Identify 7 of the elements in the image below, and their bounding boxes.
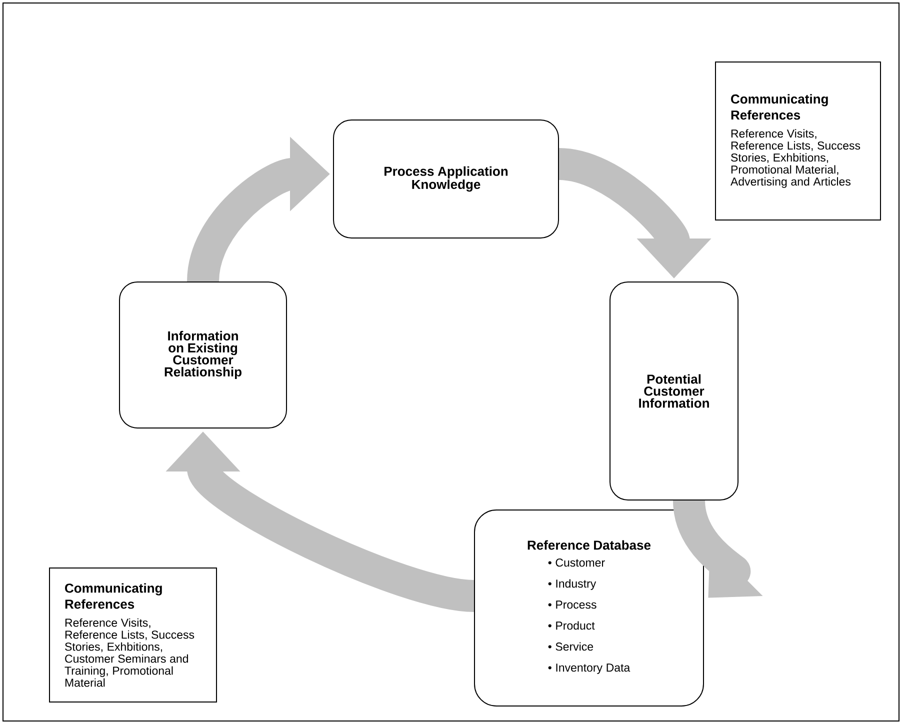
note-box: Communicating References Reference Visits, Reference Lists, Success Stories, Exhbitions, Promotional Material, Advertising and Articles [715,62,881,220]
curved-arrow [673,499,763,598]
process-box: Information on Existing Customer Relationship [119,282,287,428]
database-box: Reference Database • Customer • Industry • Process • Product • Service • Inventory Data [474,510,704,706]
process-box: Process Application Knowledge [333,120,559,238]
note-box: Communicating References Reference Visits, Reference Lists, Success Stories, Exhbitions, Customer Seminars and Training, Promotional Material [49,568,217,702]
process-box: Potential Customer Information [610,282,738,500]
